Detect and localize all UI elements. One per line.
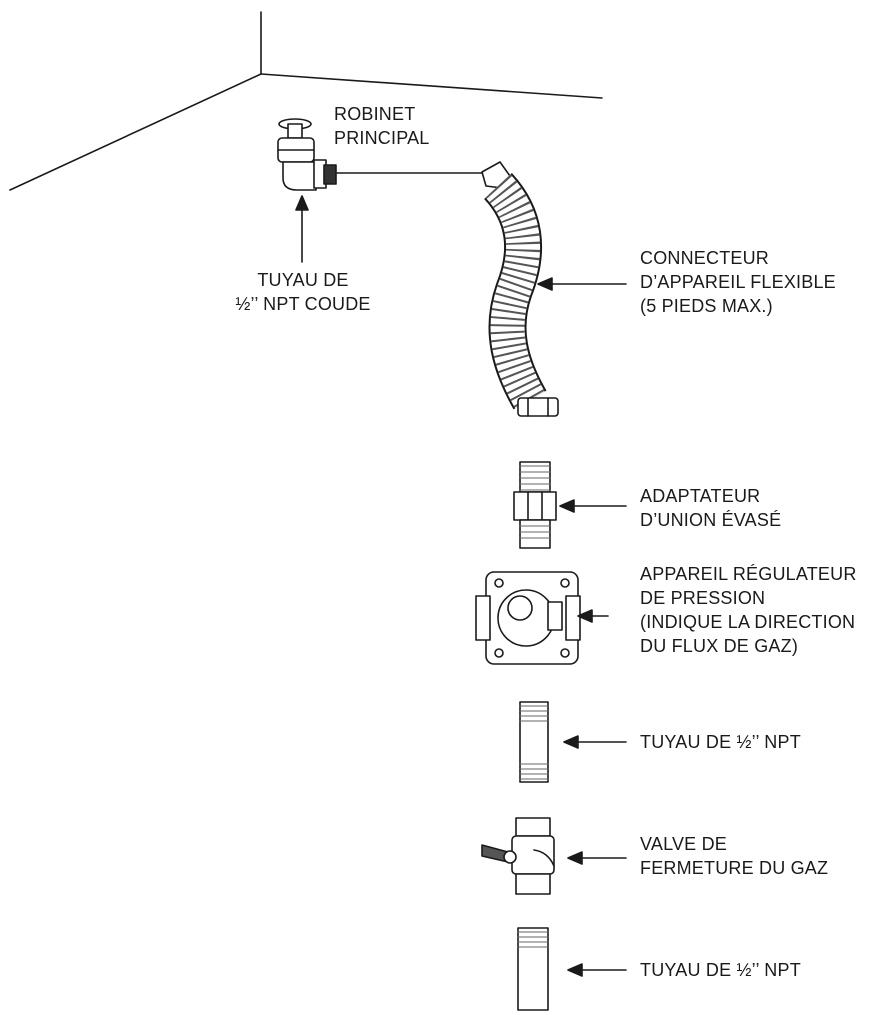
arrow-regulator — [577, 609, 609, 623]
main-valve-elbow — [277, 118, 485, 191]
label-flare-adapter-line2: D’UNION ÉVASÉ — [640, 510, 782, 530]
wall-corner-lines — [9, 11, 603, 191]
label-main-valve-line1: ROBINET — [334, 104, 416, 124]
label-elbow-pipe-line2: ½’’ NPT COUDE — [235, 294, 371, 314]
gas-shutoff-valve — [481, 817, 555, 895]
label-regulator-line2: DE PRESSION — [640, 588, 766, 608]
label-regulator-line1: APPAREIL RÉGULATEUR — [640, 564, 857, 584]
label-flex-connector-line3: (5 PIEDS MAX.) — [640, 296, 773, 316]
arrow-elbow — [295, 195, 309, 263]
label-pipe-upper: TUYAU DE ½’’ NPT — [640, 732, 801, 752]
label-shutoff-valve-line1: VALVE DE — [640, 834, 727, 854]
pressure-regulator — [475, 571, 581, 665]
label-regulator-line3: (INDIQUE LA DIRECTION — [640, 612, 856, 632]
label-elbow-pipe: TUYAU DE ½’’ NPT COUDE — [218, 268, 388, 316]
npt-pipe-lower — [517, 927, 549, 1011]
flare-union-adapter — [513, 461, 557, 549]
label-flex-connector-line1: CONNECTEUR — [640, 248, 770, 268]
label-regulator-line4: DU FLUX DE GAZ) — [640, 636, 799, 656]
npt-pipe-upper — [519, 701, 549, 783]
arrow-pipe-lower — [567, 963, 627, 977]
arrow-pipe-upper — [563, 735, 627, 749]
label-main-valve: ROBINET PRINCIPAL — [334, 102, 430, 150]
flexible-connector — [481, 161, 559, 417]
label-flare-adapter-line1: ADAPTATEUR — [640, 486, 761, 506]
label-main-valve-line2: PRINCIPAL — [334, 128, 430, 148]
label-shutoff-valve-line2: FERMETURE DU GAZ — [640, 858, 829, 878]
label-flex-connector-line2: D’APPAREIL FLEXIBLE — [640, 272, 836, 292]
label-shutoff-valve: VALVE DE FERMETURE DU GAZ — [640, 832, 828, 880]
label-pipe-lower: TUYAU DE ½’’ NPT — [640, 960, 801, 980]
arrow-adapter — [559, 499, 627, 513]
arrow-shutoff-valve — [567, 851, 627, 865]
label-regulator: APPAREIL RÉGULATEUR DE PRESSION (INDIQUE… — [640, 562, 857, 658]
label-flex-connector: CONNECTEUR D’APPAREIL FLEXIBLE (5 PIEDS … — [640, 246, 836, 318]
arrow-flex — [537, 277, 627, 291]
label-elbow-pipe-line1: TUYAU DE — [257, 270, 349, 290]
label-flare-adapter: ADAPTATEUR D’UNION ÉVASÉ — [640, 484, 781, 532]
